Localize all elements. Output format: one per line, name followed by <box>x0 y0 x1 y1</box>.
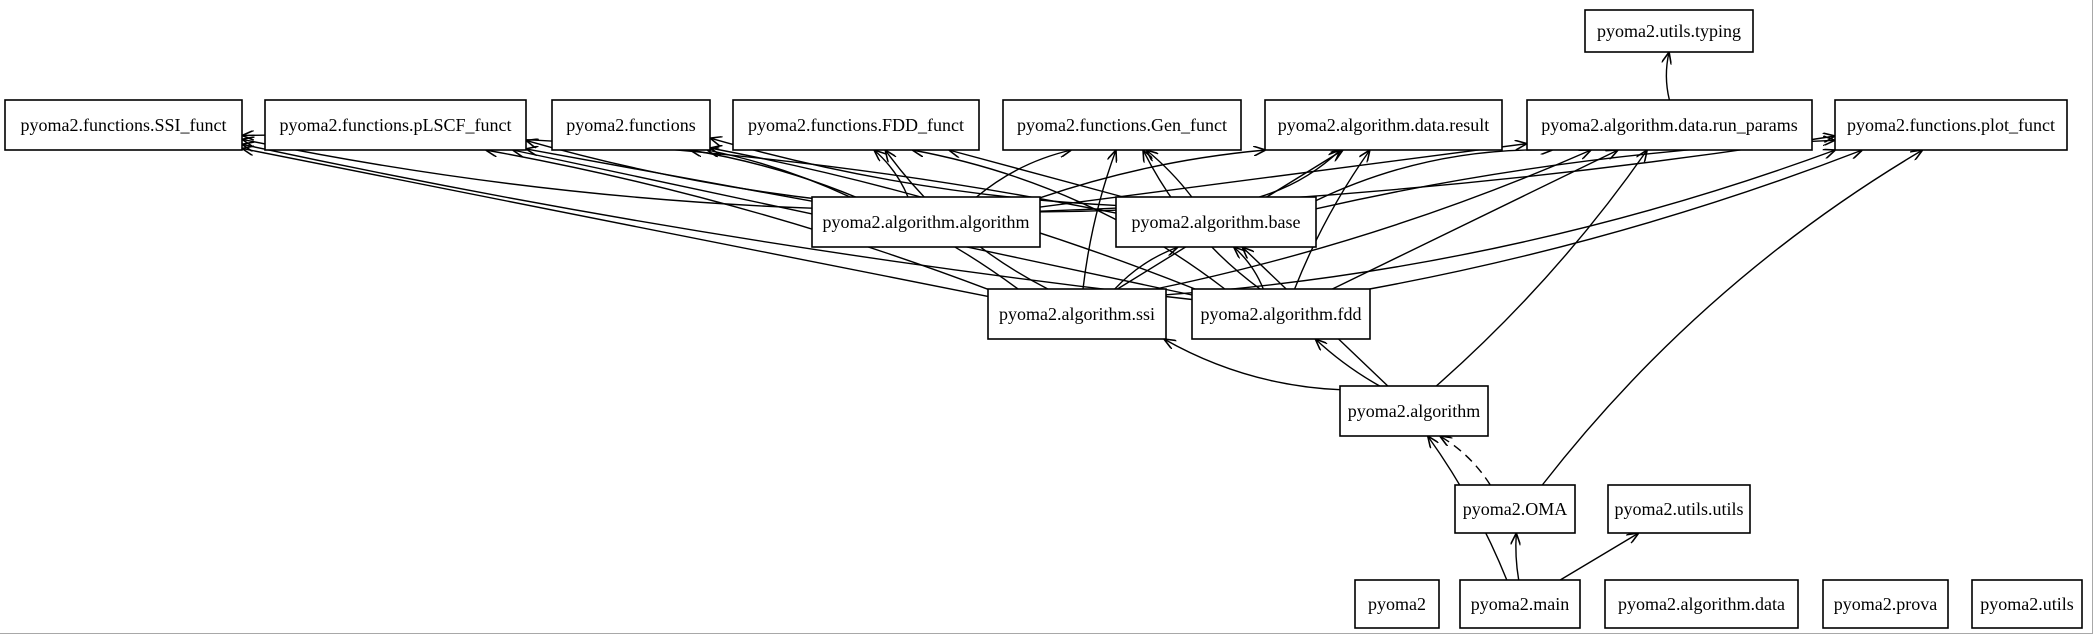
node-run_params-label: pyoma2.algorithm.data.run_params <box>1541 115 1797 135</box>
node-plot_funct-box[interactable] <box>1834 99 2068 151</box>
node-functions-label: pyoma2.functions <box>566 115 695 135</box>
node-oma-label: pyoma2.OMA <box>1463 499 1568 519</box>
node-alg_alg-label: pyoma2.algorithm.algorithm <box>823 212 1030 232</box>
node-alg_base[interactable]: pyoma2.algorithm.base <box>1115 196 1317 248</box>
node-alg_data[interactable]: pyoma2.algorithm.data <box>1604 579 1799 629</box>
edge-alg_ssi-to-run_params <box>1155 150 1591 290</box>
node-alg_alg[interactable]: pyoma2.algorithm.algorithm <box>811 196 1041 248</box>
node-gen_funct-label: pyoma2.functions.Gen_funct <box>1017 115 1227 135</box>
node-fdd_funct[interactable]: pyoma2.functions.FDD_funct <box>732 99 980 151</box>
edge-alg_base-to-fdd_funct <box>949 150 1124 198</box>
node-functions[interactable]: pyoma2.functions <box>551 99 711 151</box>
edge-alg_fdd-to-alg_base <box>1234 247 1264 290</box>
edge-alg_fdd-to-ssi_funct <box>242 144 1193 301</box>
edge-alg_alg-to-ssi_funct <box>242 139 813 209</box>
edge-algorithm-to-run_params <box>1435 150 1647 387</box>
edge-main-to-oma <box>1516 533 1519 581</box>
node-result-box[interactable] <box>1264 99 1503 151</box>
edge-alg_ssi-to-alg_base <box>1114 247 1178 290</box>
node-ssi_funct-label: pyoma2.functions.SSI_funct <box>21 115 227 135</box>
node-algorithm-label: pyoma2.algorithm <box>1348 401 1480 421</box>
node-prova-box[interactable] <box>1822 579 1949 629</box>
node-fdd_funct-label: pyoma2.functions.FDD_funct <box>748 115 964 135</box>
node-result-label: pyoma2.algorithm.data.result <box>1278 115 1489 135</box>
node-alg_fdd-label: pyoma2.algorithm.fdd <box>1201 304 1362 324</box>
edge-alg_alg-to-run_params <box>1039 144 1527 208</box>
node-gen_funct[interactable]: pyoma2.functions.Gen_funct <box>1002 99 1242 151</box>
node-utils_utils-label: pyoma2.utils.utils <box>1614 499 1743 519</box>
node-alg_base-box[interactable] <box>1115 196 1317 248</box>
node-pyoma2-box[interactable] <box>1354 579 1440 629</box>
node-typing-label: pyoma2.utils.typing <box>1597 21 1741 41</box>
node-utils-box[interactable] <box>1971 579 2083 629</box>
node-alg_alg-box[interactable] <box>811 196 1041 248</box>
node-result[interactable]: pyoma2.algorithm.data.result <box>1264 99 1503 151</box>
edge-alg_ssi-to-ssi_funct <box>242 149 989 298</box>
nodes-layer: pyoma2.utils.typing pyoma2.functions.SSI_… <box>4 9 2083 629</box>
edge-oma-to-algorithm <box>1440 436 1491 486</box>
node-alg_ssi[interactable]: pyoma2.algorithm.ssi <box>987 288 1167 340</box>
edge-alg_fdd-to-plot_funct <box>1369 150 1863 290</box>
node-utils_utils-box[interactable] <box>1607 484 1751 534</box>
node-plscf_funct-box[interactable] <box>264 99 527 151</box>
node-run_params[interactable]: pyoma2.algorithm.data.run_params <box>1526 99 1813 151</box>
node-gen_funct-box[interactable] <box>1002 99 1242 151</box>
edges-layer <box>242 52 1923 581</box>
node-ssi_funct-box[interactable] <box>4 99 243 151</box>
node-utils_utils[interactable]: pyoma2.utils.utils <box>1607 484 1751 534</box>
node-alg_ssi-label: pyoma2.algorithm.ssi <box>999 304 1155 324</box>
node-functions-box[interactable] <box>551 99 711 151</box>
node-utils[interactable]: pyoma2.utils <box>1971 579 2083 629</box>
node-oma-box[interactable] <box>1454 484 1576 534</box>
node-alg_data-label: pyoma2.algorithm.data <box>1618 594 1785 614</box>
edge-alg_fdd-to-run_params <box>1332 150 1618 290</box>
node-algorithm-box[interactable] <box>1339 385 1489 437</box>
node-fdd_funct-box[interactable] <box>732 99 980 151</box>
edge-alg_alg-to-result <box>1039 150 1266 199</box>
edge-main-to-utils_utils <box>1559 533 1639 581</box>
node-main-label: pyoma2.main <box>1471 594 1569 614</box>
node-alg_fdd-box[interactable] <box>1191 288 1371 340</box>
node-run_params-box[interactable] <box>1526 99 1813 151</box>
node-main-box[interactable] <box>1459 579 1581 629</box>
edge-alg_ssi-to-plot_funct <box>1165 150 1835 296</box>
node-main[interactable]: pyoma2.main <box>1459 579 1581 629</box>
node-typing[interactable]: pyoma2.utils.typing <box>1584 9 1754 53</box>
edge-alg_fdd-to-fdd_funct <box>912 150 1226 290</box>
node-plot_funct[interactable]: pyoma2.functions.plot_funct <box>1834 99 2068 151</box>
node-plot_funct-label: pyoma2.functions.plot_funct <box>1847 115 2055 135</box>
edge-alg_ssi-to-gen_funct <box>1082 150 1116 290</box>
edge-alg_alg-to-functions <box>707 150 851 198</box>
node-plscf_funct[interactable]: pyoma2.functions.pLSCF_funct <box>264 99 527 151</box>
node-alg_ssi-box[interactable] <box>987 288 1167 340</box>
edge-oma-to-plot_funct <box>1541 150 1922 486</box>
node-plscf_funct-label: pyoma2.functions.pLSCF_funct <box>280 115 512 135</box>
edge-algorithm-to-alg_fdd <box>1315 339 1381 387</box>
node-alg_data-box[interactable] <box>1604 579 1799 629</box>
node-alg_base-label: pyoma2.algorithm.base <box>1132 212 1301 232</box>
edge-run_params-to-typing <box>1666 52 1669 101</box>
node-oma[interactable]: pyoma2.OMA <box>1454 484 1576 534</box>
node-prova-label: pyoma2.prova <box>1834 594 1937 614</box>
node-ssi_funct[interactable]: pyoma2.functions.SSI_funct <box>4 99 243 151</box>
node-pyoma2[interactable]: pyoma2 <box>1354 579 1440 629</box>
edge-alg_fdd-to-result <box>1293 150 1370 290</box>
node-alg_fdd[interactable]: pyoma2.algorithm.fdd <box>1191 288 1371 340</box>
node-prova[interactable]: pyoma2.prova <box>1822 579 1949 629</box>
node-typing-box[interactable] <box>1584 9 1754 53</box>
node-utils-label: pyoma2.utils <box>1980 594 2074 614</box>
node-pyoma2-label: pyoma2 <box>1368 594 1426 614</box>
node-algorithm[interactable]: pyoma2.algorithm <box>1339 385 1489 437</box>
edge-algorithm-to-alg_ssi <box>1164 339 1341 391</box>
